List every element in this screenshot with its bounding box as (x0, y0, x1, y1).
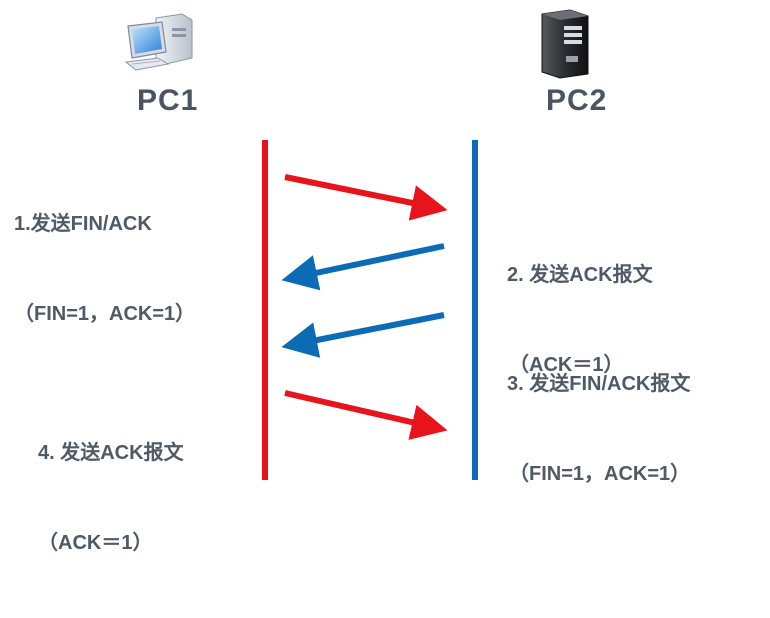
step-2-label: 2. 发送ACK报文 （ACK＝1） (507, 200, 653, 440)
step-1-line2: （FIN=1，ACK=1） (14, 303, 196, 325)
step-4-line2: （ACK＝1） (38, 532, 153, 554)
step-3-line2: （FIN=1，ACK=1） (509, 463, 691, 485)
step-1-label: 1.发送FIN/ACK （FIN=1，ACK=1） (14, 149, 195, 389)
step-3-line1: 3. 发送FIN/ACK报文 (507, 373, 691, 395)
step-4-label: 4. 发送ACK报文 （ACK＝1） (38, 378, 184, 618)
step-1-line1: 1.发送FIN/ACK (14, 213, 152, 235)
step-3-label: 3. 发送FIN/ACK报文 （FIN=1，ACK=1） (507, 309, 690, 549)
server-tower-icon (541, 9, 589, 79)
pc1-label: PC1 (137, 84, 199, 117)
desktop-computer-icon (124, 13, 193, 71)
sequence-lines (262, 140, 478, 480)
arrow-step-4 (284, 390, 448, 440)
step-4-line1: 4. 发送ACK报文 (38, 442, 184, 464)
tcp-four-way-handshake-diagram: PC1 PC2 1.发送FIN/ACK （FIN=1，ACK=1） 2. 发送A… (14, 9, 690, 554)
step-2-line1: 2. 发送ACK报文 (507, 264, 653, 286)
step-2-line2: （ACK＝1） (509, 354, 624, 376)
arrow-step-3 (281, 312, 445, 358)
arrow-step-1 (284, 174, 448, 221)
pc2-label: PC2 (546, 84, 608, 117)
arrow-step-2 (281, 243, 445, 291)
